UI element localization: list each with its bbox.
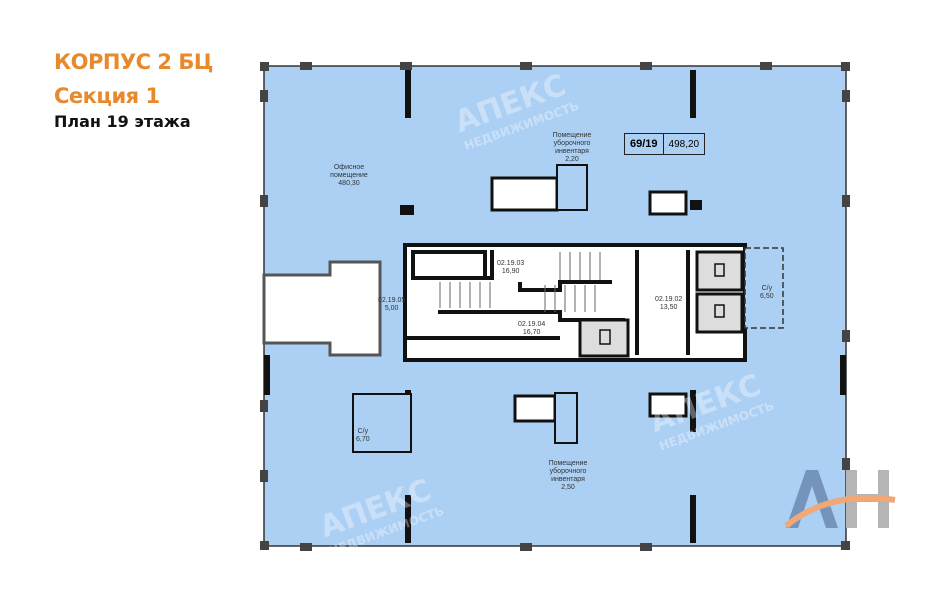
floor-plan-title: План 19 этажа: [54, 112, 191, 131]
elevator: [695, 250, 744, 292]
elevator: [578, 318, 630, 358]
unit-number: 69/19: [625, 134, 664, 154]
building-title: КОРПУС 2 БЦ: [54, 50, 213, 74]
elevator: [695, 292, 744, 334]
wc-left[interactable]: [352, 393, 412, 453]
unit-badge: 69/19 498,20: [624, 133, 706, 155]
wc-right[interactable]: [744, 247, 784, 329]
unit-area: 498,20: [668, 138, 700, 150]
section-title: Секция 1: [54, 84, 160, 108]
an-logo: [784, 470, 896, 529]
columns: [260, 62, 850, 551]
